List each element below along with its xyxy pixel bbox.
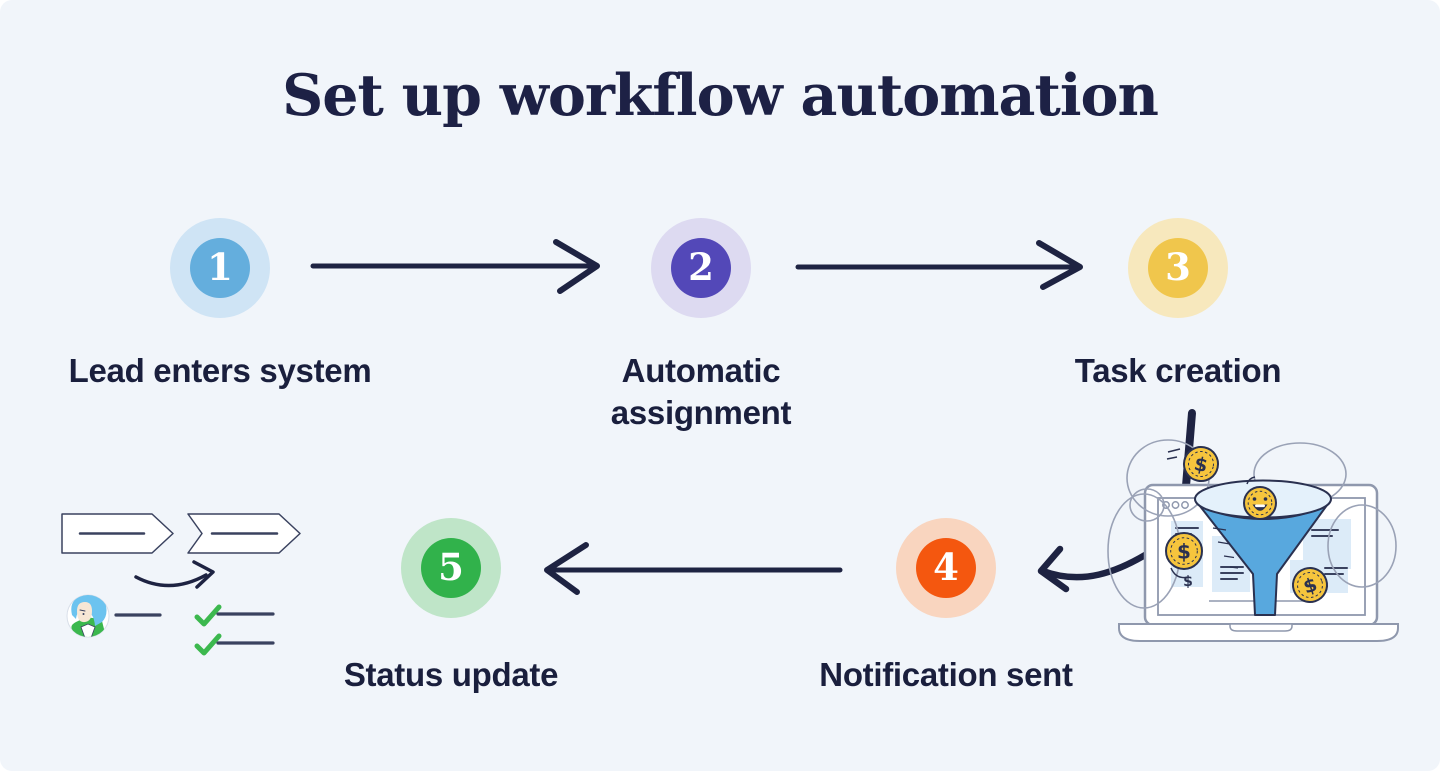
- step-1: 1 Lead enters system: [60, 218, 380, 392]
- checkmark-item: [194, 633, 275, 656]
- step-4: 4 Notification sent: [786, 518, 1106, 696]
- step-1-number-circle: 1: [190, 238, 250, 298]
- step-2-label: Automatic assignment: [610, 352, 792, 431]
- svg-text:$: $: [1177, 540, 1191, 564]
- step-4-badge: 4: [896, 518, 996, 618]
- checkmark-item: [194, 604, 275, 627]
- step-5: 5 Status update: [291, 518, 611, 696]
- floating-dollar-glyph: $: [1183, 574, 1193, 590]
- dollar-coin-icon: $: [1183, 446, 1219, 482]
- svg-text:$: $: [1192, 453, 1210, 477]
- browser-dots-icon: [1162, 501, 1189, 509]
- coin-group: $ $ $ $: [1165, 446, 1328, 603]
- checkmark-icon: [194, 633, 222, 656]
- step-number: 1: [207, 244, 233, 289]
- dollar-coin-icon: $ $: [1165, 532, 1203, 590]
- page-title: Set up workflow automation: [282, 62, 1159, 129]
- smiley-coin-icon: [1243, 486, 1277, 520]
- arrow-step4-to-step5: [544, 542, 843, 595]
- step-number: 4: [933, 544, 959, 589]
- ribbon-arrow-icon: [61, 513, 174, 554]
- curved-arrow-icon: [134, 560, 215, 589]
- step-2: 2 Automatic assignment: [541, 218, 861, 433]
- step-1-label: Lead enters system: [68, 352, 372, 389]
- step-number: 3: [1165, 244, 1191, 289]
- funnel-hatch-lines: [1212, 527, 1239, 569]
- arrow-step2-to-step3: [795, 240, 1083, 290]
- step-5-badge: 5: [401, 518, 501, 618]
- ribbon-arrow-icon: [187, 513, 301, 554]
- step-2-badge: 2: [651, 218, 751, 318]
- step-2-number-circle: 2: [671, 238, 731, 298]
- step-3: 3 Task creation: [1018, 218, 1338, 392]
- arrow-step1-to-step2: [310, 239, 600, 294]
- dollar-coin-icon: $: [1292, 567, 1328, 603]
- step-3-label: Task creation: [1074, 352, 1282, 389]
- motion-squiggles: [1166, 448, 1256, 579]
- step-4-label: Notification sent: [819, 656, 1073, 693]
- svg-text:$: $: [1301, 573, 1320, 598]
- laptop-base-icon: [1118, 623, 1399, 642]
- step-3-number-circle: 3: [1148, 238, 1208, 298]
- status-checklist-illustration: [61, 513, 301, 656]
- step-4-number-circle: 4: [916, 538, 976, 598]
- person-avatar-icon: [66, 594, 110, 638]
- step-number: 5: [438, 544, 464, 589]
- step-5-number-circle: 5: [421, 538, 481, 598]
- step-3-badge: 3: [1128, 218, 1228, 318]
- step-number: 2: [688, 244, 714, 289]
- step-1-badge: 1: [170, 218, 270, 318]
- lead-funnel-laptop-illustration: $ $ $ $: [1107, 439, 1399, 642]
- step-5-label: Status update: [343, 656, 559, 693]
- checkmark-icon: [194, 604, 222, 627]
